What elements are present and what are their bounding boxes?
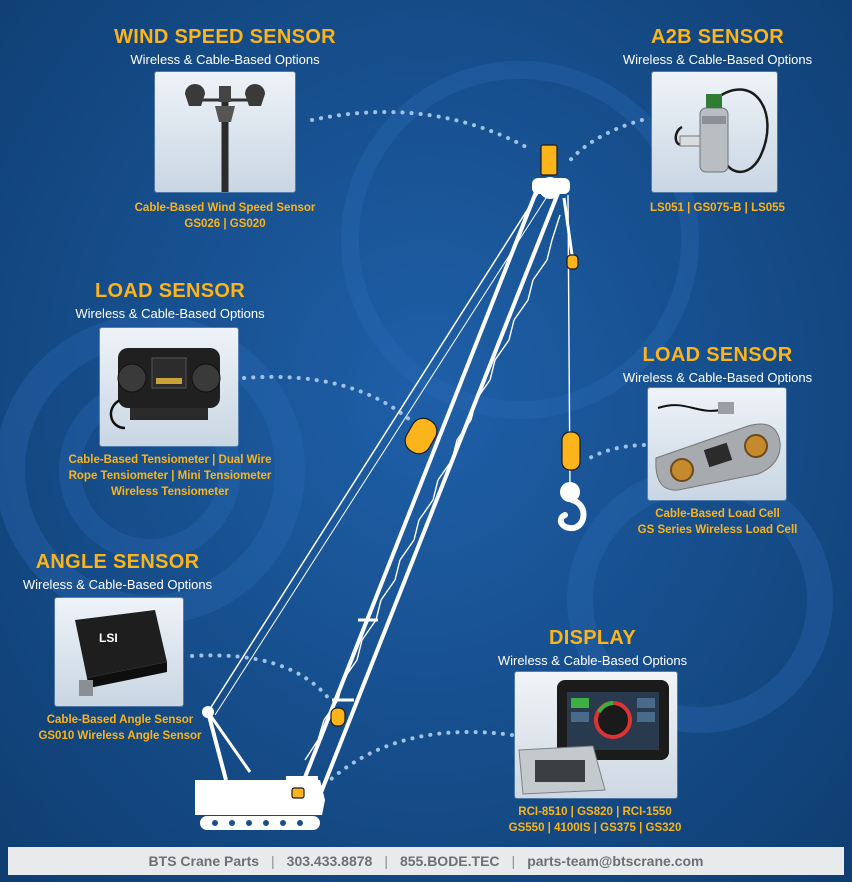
sensor-markers bbox=[291, 144, 581, 799]
a2b-sensor-subtitle: Wireless & Cable-Based Options bbox=[622, 52, 813, 67]
display-caption-line-2: GS550 | 4100IS | GS375 | GS320 bbox=[508, 822, 682, 834]
hook-block bbox=[560, 482, 580, 502]
pendant-line-2 bbox=[214, 194, 549, 716]
connector-angle bbox=[190, 653, 332, 702]
connector-load-cell bbox=[584, 443, 646, 462]
a2b-sensor-caption: LS051 | GS075-B | LS055 bbox=[615, 200, 820, 216]
connector-a2b bbox=[564, 118, 644, 167]
marker-wind bbox=[540, 144, 558, 176]
tensiometer-title: LOAD SENSOR bbox=[95, 280, 245, 302]
display-photo bbox=[515, 672, 677, 798]
angle-sensor-caption: Cable-Based Angle Sensor GS010 Wireless … bbox=[20, 712, 220, 744]
a2b-sensor-title: A2B SENSOR bbox=[650, 26, 785, 48]
a2b-sensor-photo bbox=[652, 72, 777, 192]
a2b-switch-icon bbox=[674, 88, 769, 174]
display-subtitle: Wireless & Cable-Based Options bbox=[497, 653, 688, 668]
tensiometer-caption-line-2: Rope Tensiometer | Mini Tensiometer bbox=[68, 470, 272, 482]
wind-caption-line-2: GS026 | GS020 bbox=[184, 218, 266, 230]
a2b-caption-line-1: LS051 | GS075-B | LS055 bbox=[650, 202, 785, 214]
tensiometer-icon bbox=[109, 348, 221, 430]
a2b-chain bbox=[562, 197, 575, 263]
contact-footer: BTS Crane Parts | 303.433.8878 | 855.BOD… bbox=[8, 847, 844, 875]
pendant-line bbox=[207, 189, 541, 713]
marker-display bbox=[291, 787, 305, 799]
lsi-logo: LSI bbox=[99, 631, 118, 645]
angle-sensor-photo: LSI bbox=[55, 598, 183, 706]
load-cell-subtitle: Wireless & Cable-Based Options bbox=[622, 370, 813, 385]
footer-email[interactable]: parts-team@btscrane.com bbox=[527, 853, 704, 869]
wind-sensor-subtitle: Wireless & Cable-Based Options bbox=[130, 52, 320, 67]
marker-tensiometer bbox=[404, 417, 438, 455]
footer-phone-alt[interactable]: 855.BODE.TEC bbox=[399, 853, 500, 869]
display-title: DISPLAY bbox=[549, 627, 636, 649]
tensiometer-caption: Cable-Based Tensiometer | Dual Wire Rope… bbox=[60, 452, 280, 500]
tensiometer-photo bbox=[100, 328, 238, 446]
wind-sensor-photo bbox=[155, 72, 295, 192]
load-cell-icon bbox=[655, 402, 781, 491]
tensiometer-subtitle: Wireless & Cable-Based Options bbox=[75, 306, 265, 321]
footer-phone[interactable]: 303.433.8878 bbox=[286, 853, 373, 869]
marker-load-cell bbox=[561, 431, 581, 471]
wind-caption-line-1: Cable-Based Wind Speed Sensor bbox=[134, 202, 316, 214]
a2b-sensor-block: A2B SENSOR Wireless & Cable-Based Option… bbox=[605, 26, 830, 69]
connector-display bbox=[328, 730, 514, 782]
angle-caption-line-2: GS010 Wireless Angle Sensor bbox=[38, 730, 202, 742]
boom-lattice bbox=[304, 214, 561, 761]
load-cell-caption: Cable-Based Load Cell GS Series Wireless… bbox=[615, 506, 820, 538]
crane-tracks bbox=[200, 816, 320, 830]
display-caption: RCI-8510 | GS820 | RCI-1550 GS550 | 4100… bbox=[490, 804, 700, 836]
load-cell-block: LOAD SENSOR Wireless & Cable-Based Optio… bbox=[605, 344, 830, 387]
marker-a2b bbox=[566, 254, 579, 270]
wind-sensor-block: WIND SPEED SENSOR Wireless & Cable-Based… bbox=[110, 26, 340, 69]
tensiometer-caption-line-1: Cable-Based Tensiometer | Dual Wire bbox=[68, 454, 272, 466]
angle-sensor-subtitle: Wireless & Cable-Based Options bbox=[22, 577, 213, 592]
angle-sensor-icon: LSI bbox=[75, 610, 167, 696]
load-cell-caption-line-1: Cable-Based Load Cell bbox=[655, 508, 780, 520]
tensiometer-caption-line-3: Wireless Tensiometer bbox=[111, 486, 229, 498]
marker-angle bbox=[330, 707, 346, 727]
connector-lines bbox=[190, 109, 646, 782]
tensiometer-block: LOAD SENSOR Wireless & Cable-Based Optio… bbox=[60, 280, 280, 323]
footer-separator: | bbox=[271, 853, 275, 869]
angle-sensor-title: ANGLE SENSOR bbox=[35, 551, 200, 573]
footer-separator: | bbox=[511, 853, 516, 869]
display-icon bbox=[518, 680, 669, 795]
angle-caption-line-1: Cable-Based Angle Sensor bbox=[46, 714, 194, 726]
load-cell-photo bbox=[648, 388, 786, 500]
connector-wind bbox=[310, 109, 530, 150]
display-caption-line-1: RCI-8510 | GS820 | RCI-1550 bbox=[518, 806, 672, 818]
display-block: DISPLAY Wireless & Cable-Based Options bbox=[480, 627, 705, 670]
load-cell-title: LOAD SENSOR bbox=[642, 344, 793, 366]
footer-company: BTS Crane Parts bbox=[148, 853, 260, 869]
hook bbox=[557, 497, 587, 531]
angle-sensor-block: ANGLE SENSOR Wireless & Cable-Based Opti… bbox=[10, 551, 225, 594]
load-cell-caption-line-2: GS Series Wireless Load Cell bbox=[637, 524, 798, 536]
wind-sensor-caption: Cable-Based Wind Speed Sensor GS026 | GS… bbox=[120, 200, 330, 232]
footer-separator: | bbox=[384, 853, 388, 869]
anemometer-icon bbox=[185, 84, 265, 192]
wind-sensor-title: WIND SPEED SENSOR bbox=[114, 26, 336, 48]
